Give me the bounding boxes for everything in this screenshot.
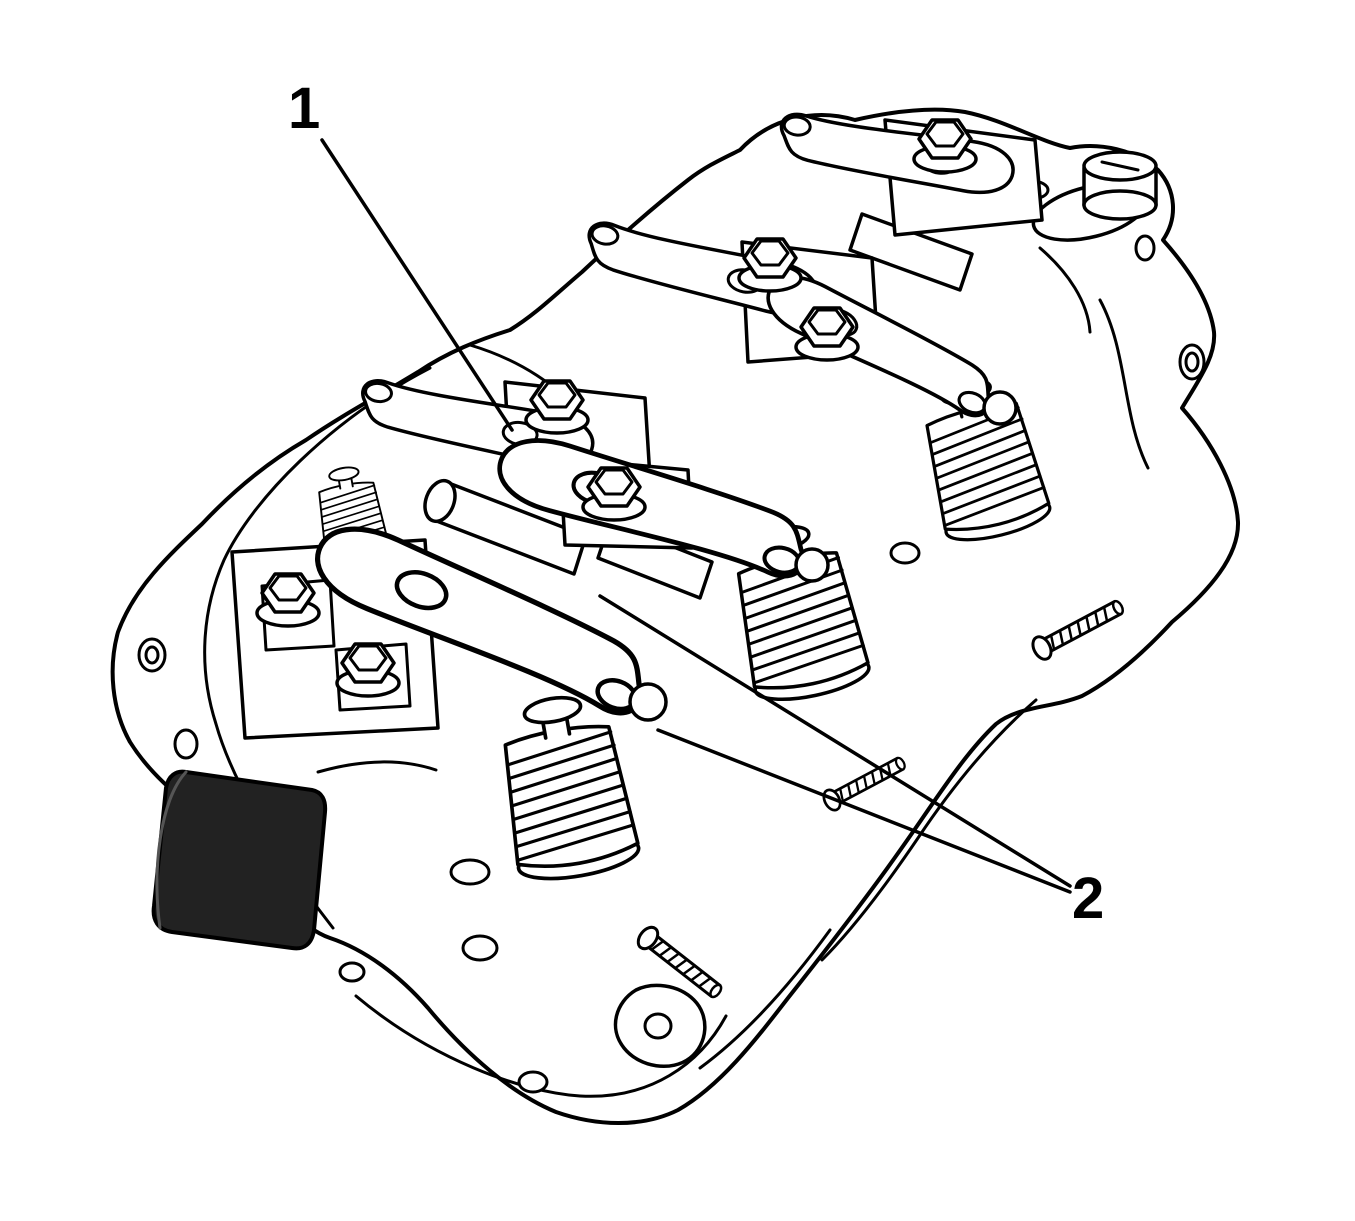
callout-2-leader-line-a: [598, 594, 1072, 888]
callout-2: 2: [598, 594, 1104, 931]
callout-1-leader-line: [320, 138, 514, 432]
stud-bottom: [613, 922, 728, 1068]
bolt-holes: [137, 179, 1206, 1094]
callout-1-label: 1: [288, 76, 320, 141]
callout-2-label: 2: [1072, 866, 1104, 931]
camshaft-boss: [151, 769, 328, 951]
rocker-tip-pads: [628, 390, 1018, 722]
callout-1: 1: [288, 76, 514, 432]
oil-plug: [1031, 150, 1158, 242]
callout-2-leader-line-b: [656, 728, 1072, 894]
